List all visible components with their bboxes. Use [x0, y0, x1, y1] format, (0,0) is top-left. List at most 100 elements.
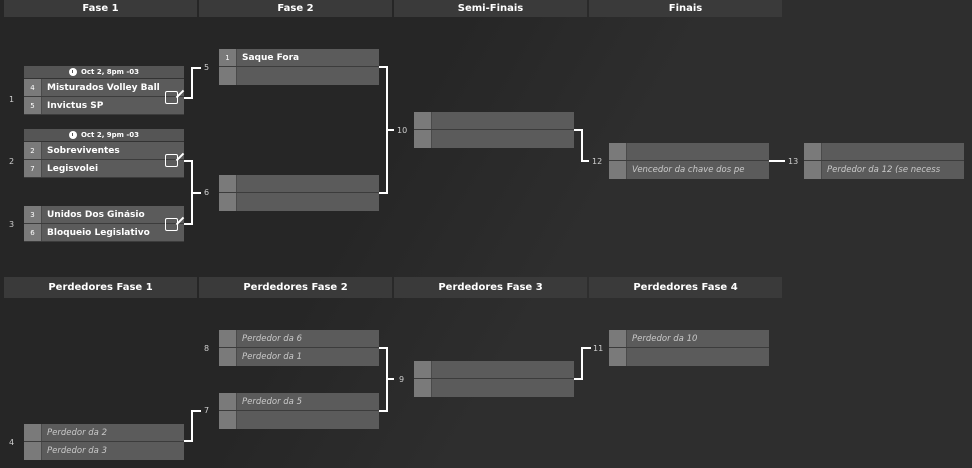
- header-perdedores-fase-3: Perdedores Fase 3: [394, 277, 587, 298]
- seed: 7: [24, 160, 42, 177]
- seed: [219, 175, 237, 192]
- match-number: 11: [593, 344, 604, 353]
- match-9[interactable]: [414, 361, 574, 397]
- team-slot[interactable]: [219, 411, 379, 429]
- match-8[interactable]: Perdedor da 6 Perdedor da 1: [219, 330, 379, 366]
- match-number: 2: [9, 157, 15, 166]
- team-slot[interactable]: [414, 112, 574, 130]
- seed: [414, 361, 432, 378]
- connector: [581, 347, 591, 349]
- match-6[interactable]: [219, 175, 379, 211]
- match-2[interactable]: Oct 2, 9pm -03 2 Sobreviventes 7 Legisvo…: [24, 129, 184, 178]
- team-slot[interactable]: 6 Bloqueio Legislativo: [24, 224, 184, 242]
- team-name: Perdedor da 10: [632, 333, 698, 344]
- match-12[interactable]: Vencedor da chave dos pe: [609, 143, 769, 179]
- header-finais: Finais: [589, 0, 782, 17]
- team-slot[interactable]: 4 Misturados Volley Ball: [24, 79, 184, 97]
- match-number: 9: [399, 375, 405, 384]
- clock-icon: [68, 131, 77, 139]
- connector: [581, 160, 589, 162]
- team-name: Invictus SP: [47, 100, 104, 111]
- match-number: 3: [9, 220, 15, 229]
- seed: 1: [219, 49, 237, 66]
- team-slot[interactable]: Perdedor da 3: [24, 442, 184, 460]
- connector: [379, 347, 387, 349]
- connector: [184, 97, 192, 99]
- seed: 3: [24, 206, 42, 223]
- connector: [184, 223, 192, 225]
- team-name: Perdedor da 6: [242, 333, 302, 344]
- team-slot[interactable]: Perdedor da 2: [24, 424, 184, 442]
- seed: [219, 193, 237, 211]
- match-1[interactable]: Oct 2, 8pm -03 4 Misturados Volley Ball …: [24, 66, 184, 115]
- team-slot[interactable]: [414, 361, 574, 379]
- edit-icon[interactable]: [165, 91, 178, 104]
- team-name: Bloqueio Legislativo: [47, 227, 150, 238]
- team-name: Perdedor da 5: [242, 396, 302, 407]
- match-number: 10: [397, 126, 408, 135]
- seed: [219, 348, 237, 366]
- connector: [184, 160, 192, 162]
- seed: 2: [24, 142, 42, 159]
- team-slot[interactable]: [414, 130, 574, 148]
- team-slot[interactable]: Perdedor da 5: [219, 393, 379, 411]
- seed: [219, 393, 237, 410]
- team-slot[interactable]: Perdedor da 1: [219, 348, 379, 366]
- seed: [414, 112, 432, 129]
- seed: [24, 442, 42, 460]
- seed: [804, 161, 822, 179]
- team-name: Sobreviventes: [47, 145, 120, 156]
- seed: [414, 130, 432, 148]
- seed: [24, 424, 42, 441]
- team-slot[interactable]: [609, 143, 769, 161]
- match-4[interactable]: Perdedor da 2 Perdedor da 3: [24, 424, 184, 460]
- match-number: 4: [9, 438, 15, 447]
- connector: [386, 129, 394, 131]
- seed: [609, 348, 627, 366]
- match-13[interactable]: Perdedor da 12 (se necess: [804, 143, 964, 179]
- team-slot[interactable]: 5 Invictus SP: [24, 97, 184, 115]
- seed: [219, 411, 237, 429]
- seed: [219, 330, 237, 347]
- team-slot[interactable]: Vencedor da chave dos pe: [609, 161, 769, 179]
- match-number: 5: [204, 63, 210, 72]
- edit-icon[interactable]: [165, 218, 178, 231]
- header-fase-1: Fase 1: [4, 0, 197, 17]
- connector: [379, 66, 387, 68]
- match-10[interactable]: [414, 112, 574, 148]
- team-name: Misturados Volley Ball: [47, 82, 160, 93]
- team-slot[interactable]: [609, 348, 769, 366]
- seed: [609, 330, 627, 347]
- connector: [191, 67, 193, 99]
- team-slot[interactable]: [414, 379, 574, 397]
- header-perdedores-fase-2: Perdedores Fase 2: [199, 277, 392, 298]
- team-slot[interactable]: [804, 143, 964, 161]
- seed: [804, 143, 822, 160]
- team-name: Vencedor da chave dos pe: [632, 165, 745, 175]
- match-5[interactable]: 1 Saque Fora: [219, 49, 379, 85]
- team-slot[interactable]: Perdedor da 10: [609, 330, 769, 348]
- team-slot[interactable]: Perdedor da 12 (se necess: [804, 161, 964, 179]
- team-slot[interactable]: 3 Unidos Dos Ginásio: [24, 206, 184, 224]
- team-slot[interactable]: [219, 193, 379, 211]
- match-11[interactable]: Perdedor da 10: [609, 330, 769, 366]
- team-slot[interactable]: 2 Sobreviventes: [24, 142, 184, 160]
- connector: [379, 192, 387, 194]
- team-name: Unidos Dos Ginásio: [47, 209, 145, 220]
- match-7[interactable]: Perdedor da 5: [219, 393, 379, 429]
- connector: [191, 67, 201, 69]
- team-slot[interactable]: [219, 175, 379, 193]
- team-slot[interactable]: 1 Saque Fora: [219, 49, 379, 67]
- team-name: Perdedor da 12 (se necess: [827, 165, 941, 175]
- header-fase-2: Fase 2: [199, 0, 392, 17]
- seed: 4: [24, 79, 42, 96]
- match-number: 12: [592, 157, 603, 166]
- team-slot[interactable]: 7 Legisvolei: [24, 160, 184, 178]
- match-3[interactable]: 3 Unidos Dos Ginásio 6 Bloqueio Legislat…: [24, 206, 184, 242]
- connector: [386, 378, 394, 380]
- edit-icon[interactable]: [165, 154, 178, 167]
- team-slot[interactable]: Perdedor da 6: [219, 330, 379, 348]
- seed: [609, 143, 627, 160]
- team-slot[interactable]: [219, 67, 379, 85]
- team-name: Perdedor da 3: [47, 446, 107, 456]
